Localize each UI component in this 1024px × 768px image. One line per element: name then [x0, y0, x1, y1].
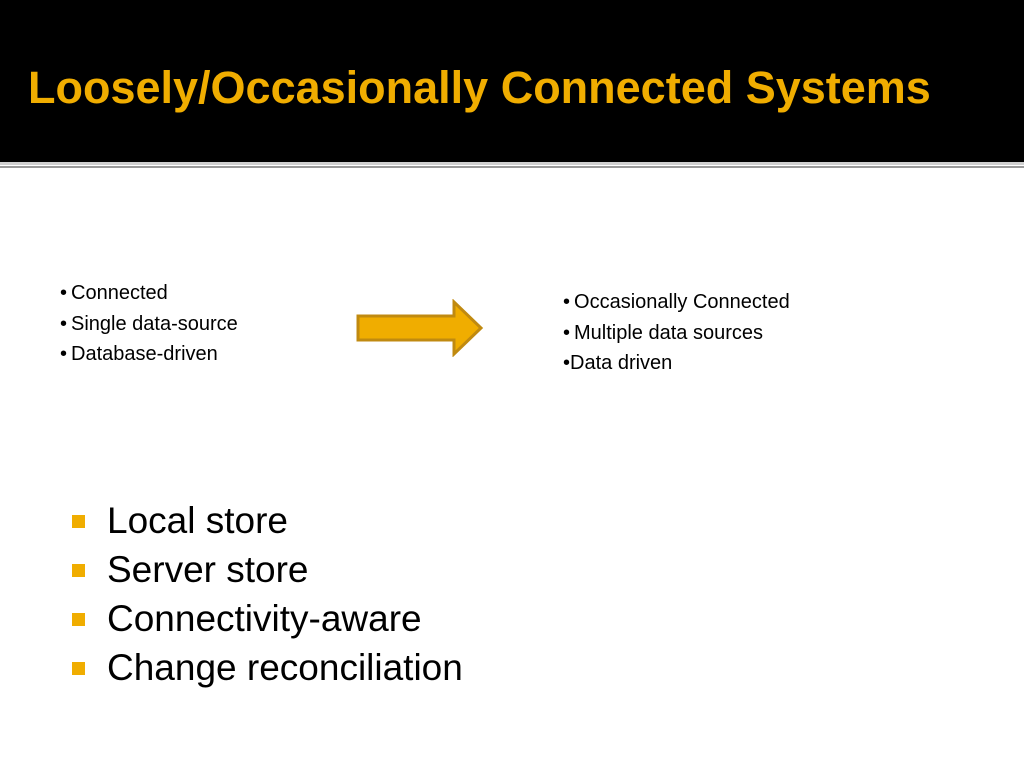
- list-item-label: Connected: [71, 282, 168, 304]
- list-item: •Occasionally Connected: [563, 287, 790, 318]
- occasionally-connected-features-list: •Occasionally Connected •Multiple data s…: [563, 287, 790, 379]
- list-item-label: Server store: [107, 549, 309, 590]
- list-item-label: Occasionally Connected: [574, 291, 790, 313]
- square-bullet-icon: [72, 515, 85, 528]
- list-item: •Multiple data sources: [563, 318, 790, 349]
- connected-features-list: •Connected •Single data-source •Database…: [60, 278, 238, 370]
- list-item: •Single data-source: [60, 309, 238, 340]
- right-arrow-icon: [356, 299, 484, 357]
- list-item: •Database-driven: [60, 339, 238, 370]
- title-bar: Loosely/Occasionally Connected Systems: [0, 0, 1024, 162]
- list-item-label: Database-driven: [71, 343, 218, 365]
- title-divider-dark: [0, 166, 1024, 168]
- list-item-label: Single data-source: [71, 312, 238, 335]
- square-bullet-icon: [72, 564, 85, 577]
- list-item: •Connected: [60, 278, 238, 309]
- list-item-label: Change reconciliation: [107, 647, 463, 688]
- bullet-dot-icon: •: [563, 352, 571, 374]
- title-divider-light: [0, 162, 1024, 165]
- bullet-dot-icon: •: [60, 312, 68, 335]
- square-bullet-icon: [72, 662, 85, 675]
- bullet-dot-icon: •: [563, 291, 571, 313]
- bullet-dot-icon: •: [60, 282, 68, 304]
- square-bullet-icon: [72, 613, 85, 626]
- list-item-label: Data driven: [570, 352, 673, 374]
- list-item-label: Connectivity-aware: [107, 598, 422, 639]
- bullet-dot-icon: •: [60, 343, 68, 365]
- bullet-dot-icon: •: [563, 321, 571, 344]
- slide-title: Loosely/Occasionally Connected Systems: [28, 62, 931, 113]
- list-item: •Data driven: [563, 348, 790, 379]
- list-item-label: Multiple data sources: [574, 321, 763, 344]
- list-item-label: Local store: [107, 500, 288, 541]
